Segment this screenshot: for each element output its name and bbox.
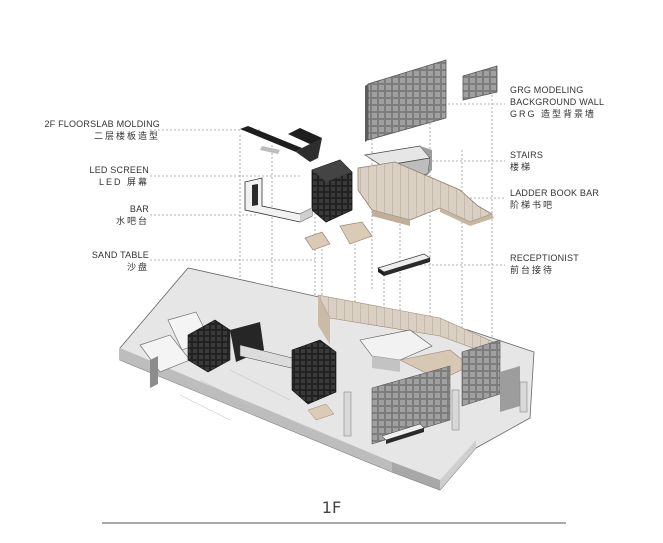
reception-piece — [377, 253, 431, 276]
ladder-book-bar-piece — [357, 161, 494, 226]
label-ladder-book-bar: LADDER BOOK BAR 阶梯书吧 — [510, 187, 599, 211]
label-floorslab-molding: 2F FLOORSLAB MOLDING 二层楼板造型 — [44, 118, 160, 142]
label-floorslab-zh: 二层楼板造型 — [93, 131, 160, 141]
label-sand-en: SAND TABLE — [91, 250, 149, 260]
label-grg-wall: GRG MODELING BACKGROUND WALL GRG 造型背景墙 — [510, 84, 604, 120]
floorslab-molding — [240, 126, 322, 162]
label-bar: BAR 水吧台 — [116, 203, 149, 227]
grg-background-wall — [365, 59, 498, 142]
label-sand-table: SAND TABLE 沙盘 — [92, 249, 149, 273]
label-reception-en: RECEPTIONIST — [510, 253, 579, 263]
label-ladder-en: LADDER BOOK BAR — [510, 188, 600, 198]
label-led-screen: LED SCREEN LED 屏幕 — [89, 164, 149, 188]
label-grg-zh: GRG 造型背景墙 — [510, 109, 597, 119]
bar-piece — [244, 177, 313, 223]
label-receptionist: RECEPTIONIST 前台接待 — [510, 252, 579, 276]
floor-level-label: 1F — [321, 498, 342, 517]
ground-floor-base — [119, 267, 535, 491]
sand-table-pieces — [304, 221, 373, 251]
label-led-zh: LED 屏幕 — [98, 177, 149, 187]
label-sand-zh: 沙盘 — [126, 262, 149, 272]
label-stairs: STAIRS 楼梯 — [510, 149, 543, 173]
label-ladder-zh: 阶梯书吧 — [510, 200, 555, 210]
label-led-en: LED SCREEN — [89, 165, 149, 175]
label-floorslab-en: 2F FLOORSLAB MOLDING — [44, 119, 160, 129]
label-reception-zh: 前台接待 — [510, 265, 555, 275]
label-grg-en1: GRG MODELING — [510, 85, 584, 95]
label-stairs-zh: 楼梯 — [510, 162, 533, 172]
label-stairs-en: STAIRS — [510, 150, 544, 160]
label-bar-en: BAR — [129, 204, 149, 214]
label-grg-en2: BACKGROUND WALL — [510, 97, 605, 107]
led-screen-piece — [311, 159, 353, 223]
label-bar-zh: 水吧台 — [115, 216, 149, 226]
